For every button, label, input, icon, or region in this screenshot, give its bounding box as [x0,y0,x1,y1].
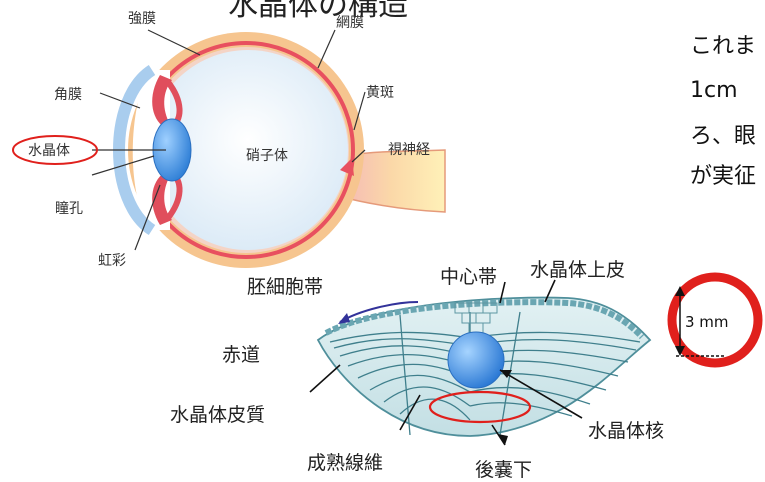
side-text-line: ろ、眼 [690,118,756,150]
label-embryonic-zone: 胚細胞帯 [247,272,323,299]
scale-label: 3 mm [685,313,729,331]
label-vitreous: 硝子体 [246,145,288,165]
label-epithelium: 水晶体上皮 [530,255,625,282]
label-retina: 網膜 [336,12,364,32]
label-equator: 赤道 [222,340,260,367]
label-mature-fibers: 成熟線維 [307,448,383,475]
side-text-line: が実征 [690,158,756,190]
label-optic-nerve: 視神経 [388,139,430,159]
side-text-line: これま [690,28,756,60]
label-nucleus: 水晶体核 [588,416,664,443]
label-sclera: 強膜 [128,8,156,28]
side-text-line: 1cm [690,78,738,103]
label-iris: 虹彩 [98,250,126,270]
label-pupil: 瞳孔 [55,198,83,218]
lens-nucleus-shape [448,332,504,388]
label-central-zone: 中心帯 [440,262,497,289]
label-macula: 黄斑 [366,82,394,102]
label-posterior-subcapsular: 後嚢下 [475,455,532,482]
label-cornea: 角膜 [54,84,82,104]
label-lens: 水晶体 [28,140,70,160]
label-cortex: 水晶体皮質 [170,400,265,427]
